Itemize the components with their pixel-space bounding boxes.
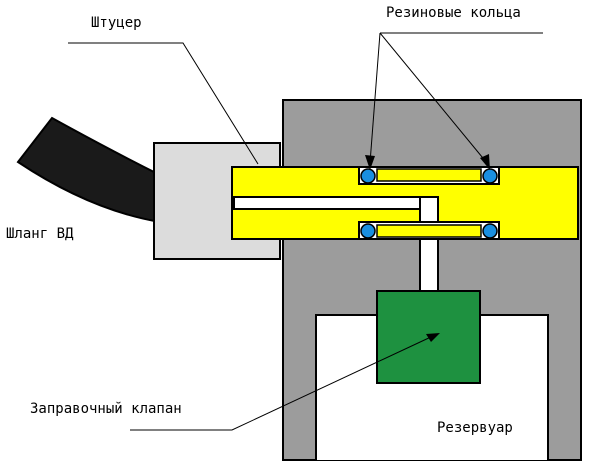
groove-bottom-fill [376,224,482,238]
leader-line-fitting [68,42,259,165]
leader-line-valve [130,335,434,431]
oring-top-left [360,168,376,184]
label-hose: Шланг ВД [6,226,74,242]
hose-shape [16,116,161,224]
arrowhead-valve [426,333,440,342]
oring-bottom-right [482,223,498,239]
leader-line-oring-left-top [369,32,381,164]
label-valve: Заправочный клапан [30,401,182,417]
arrowhead-oring-right [480,154,490,170]
valve-stem [419,238,439,292]
fitting-channel-joint [421,198,437,208]
fitting-channel-horizontal [233,196,439,210]
leader-line-oring-right-top [379,32,488,164]
arrowhead-oring-left [365,155,375,170]
label-orings: Резиновые кольца [386,5,521,21]
label-fitting: Штуцер [91,15,142,31]
label-tank: Резервуар [437,420,513,436]
groove-top-fill [376,168,482,182]
oring-bottom-left [360,223,376,239]
oring-top-right [482,168,498,184]
